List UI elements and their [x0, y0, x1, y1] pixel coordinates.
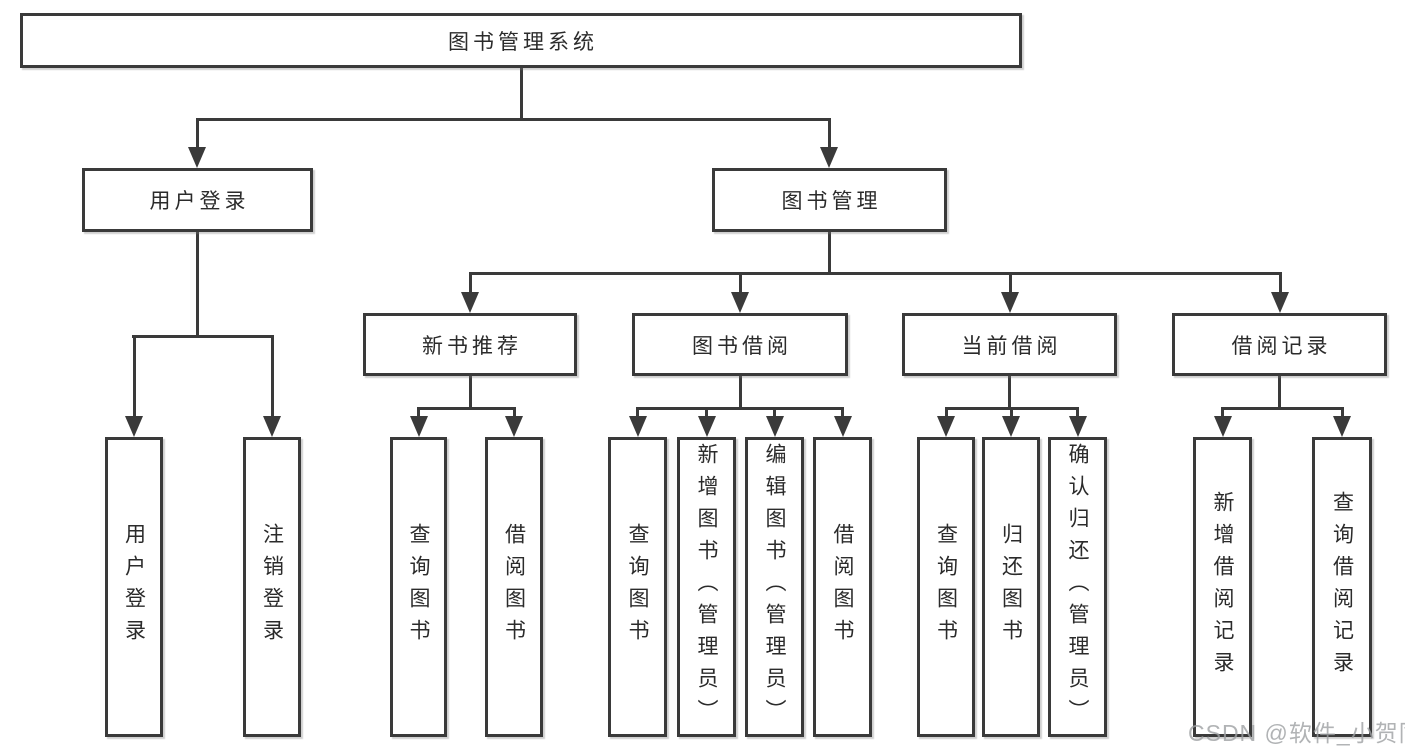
arrowhead-borrowing-records	[1271, 292, 1289, 313]
leaf-label: 归还图书	[999, 523, 1023, 651]
arrowhead-add-books-admin	[698, 416, 716, 437]
leaf-label: 确认归还（管理员）	[1066, 443, 1089, 731]
leaf-logout: 注销登录	[243, 437, 301, 737]
leaf-label: 查询图书	[626, 523, 649, 651]
leaf-label: 查询图书	[407, 523, 430, 651]
node-label: 图书管理	[781, 190, 882, 213]
connector-stem	[417, 407, 420, 416]
connector-stem-new-book-recommend	[469, 272, 472, 292]
leaf-add-borrow-record: 新增借阅记录	[1193, 437, 1252, 737]
connector-stem-book-management	[828, 118, 831, 147]
arrowhead-borrow-books-recommend	[505, 416, 523, 437]
connector-stem-user-login	[196, 118, 199, 147]
leaf-borrow-books: 借阅图书	[813, 437, 872, 737]
leaf-borrow-books-recommend: 借阅图书	[485, 437, 543, 737]
connector-stem-leaf-logout	[271, 335, 274, 416]
csdn-watermark: CSDN @软件_小贺同学	[1188, 720, 1405, 746]
leaf-label: 新增借阅记录	[1211, 491, 1234, 683]
connector-book-borrowing-trunk	[739, 376, 742, 407]
arrowhead-query-books-current	[937, 416, 955, 437]
leaf-add-books-admin: 新增图书（管理员）	[677, 437, 736, 737]
connector-new-book-recommend-trunk	[469, 376, 472, 407]
connector-stem	[841, 407, 844, 416]
arrowhead-new-book-recommend	[461, 292, 479, 313]
arrowhead-book-management	[820, 147, 838, 168]
connector-stem-borrowing-records	[1279, 272, 1282, 292]
connector-stem	[705, 407, 708, 416]
arrowhead-query-books-recommend	[410, 416, 428, 437]
node-user-login: 用户登录	[82, 168, 313, 232]
node-label: 图书管理系统	[448, 30, 598, 54]
arrowhead-edit-books-admin	[766, 416, 784, 437]
connector-borrowing-records-crossbar	[1221, 407, 1342, 410]
connector-new-book-recommend-crossbar	[417, 407, 516, 410]
connector-stem	[945, 407, 948, 416]
connector-stem	[636, 407, 639, 416]
node-book-management: 图书管理	[712, 168, 947, 232]
connector-user-login-crossbar	[132, 335, 274, 338]
arrowhead-add-borrow-record	[1214, 416, 1232, 437]
leaf-query-borrow-record: 查询借阅记录	[1312, 437, 1372, 737]
connector-stem	[773, 407, 776, 416]
arrowhead-leaf-user-login	[125, 416, 143, 437]
leaf-edit-books-admin: 编辑图书（管理员）	[745, 437, 804, 737]
leaf-query-books-current: 查询图书	[917, 437, 975, 737]
connector-book-borrowing-crossbar	[636, 407, 844, 410]
node-current-borrowing: 当前借阅	[902, 313, 1117, 376]
connector-stem	[1076, 407, 1079, 416]
connector-root-trunk	[520, 68, 523, 118]
arrowhead-book-borrowing	[731, 292, 749, 313]
node-label: 借阅记录	[1231, 334, 1332, 358]
connector-stem	[1221, 407, 1224, 416]
arrowhead-current-borrowing	[1001, 292, 1019, 313]
leaf-label: 借阅图书	[831, 523, 854, 651]
connector-book-management-trunk	[828, 232, 831, 272]
leaf-label: 注销登录	[260, 523, 284, 651]
arrowhead-confirm-return-admin	[1069, 416, 1087, 437]
leaf-label: 查询借阅记录	[1330, 491, 1354, 683]
leaf-label: 借阅图书	[502, 523, 526, 651]
leaf-query-books-recommend: 查询图书	[390, 437, 447, 737]
connector-stem-current-borrowing	[1009, 272, 1012, 292]
connector-stem-book-borrowing	[739, 272, 742, 292]
connector-current-borrowing-trunk	[1008, 376, 1011, 407]
connector-book-management-crossbar	[469, 272, 1282, 275]
arrowhead-query-borrow-record	[1333, 416, 1351, 437]
arrowhead-query-books-borrowing	[629, 416, 647, 437]
node-label: 图书借阅	[692, 334, 792, 358]
connector-borrowing-records-trunk	[1278, 376, 1281, 407]
leaf-return-books: 归还图书	[982, 437, 1040, 737]
arrowhead-user-login	[188, 147, 206, 168]
leaf-label: 编辑图书（管理员）	[763, 443, 786, 731]
arrowhead-borrow-books	[834, 416, 852, 437]
node-label: 新书推荐	[422, 334, 522, 358]
connector-user-login-trunk	[196, 232, 199, 337]
connector-stem-leaf-user-login	[133, 335, 136, 416]
arrowhead-leaf-logout	[263, 416, 281, 437]
node-borrowing-records: 借阅记录	[1172, 313, 1387, 376]
node-new-book-recommend: 新书推荐	[363, 313, 577, 376]
leaf-label: 查询图书	[934, 523, 958, 651]
node-label: 当前借阅	[961, 334, 1062, 358]
arrowhead-return-books	[1002, 416, 1020, 437]
leaf-confirm-return-admin: 确认归还（管理员）	[1048, 437, 1107, 737]
node-book-borrowing: 图书借阅	[632, 313, 848, 376]
leaf-label: 用户登录	[122, 523, 146, 651]
connector-stem	[1010, 407, 1013, 416]
node-label: 用户登录	[149, 190, 250, 213]
node-library-management-system: 图书管理系统	[20, 13, 1022, 68]
connector-root-crossbar	[196, 118, 831, 121]
connector-stem	[513, 407, 516, 416]
leaf-user-login: 用户登录	[105, 437, 163, 737]
leaf-query-books-borrowing: 查询图书	[608, 437, 667, 737]
connector-stem	[1341, 407, 1344, 416]
leaf-label: 新增图书（管理员）	[695, 443, 718, 731]
